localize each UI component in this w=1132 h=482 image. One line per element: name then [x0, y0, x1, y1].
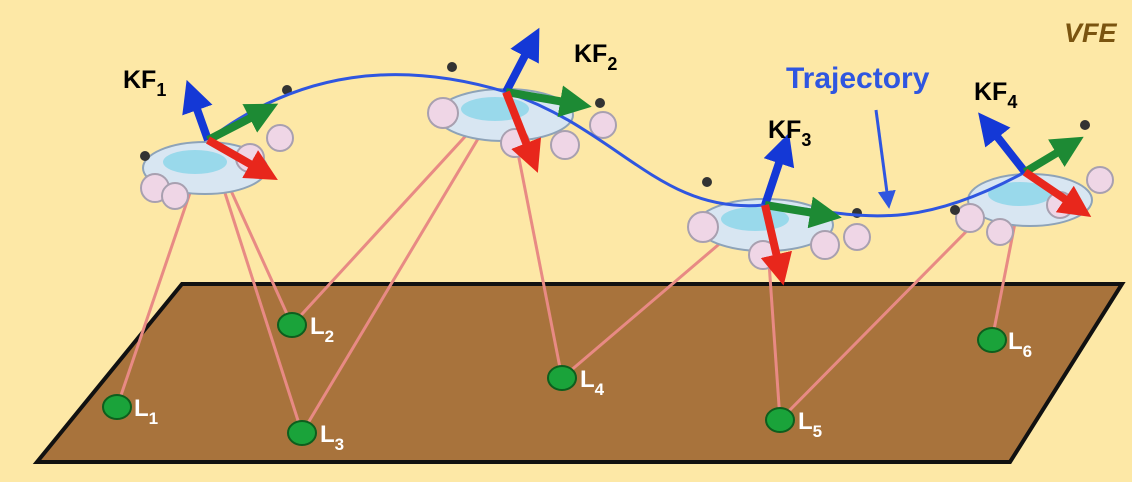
landmark-point-5 [765, 407, 795, 433]
trajectory-label: Trajectory [786, 62, 930, 95]
keyframe-axes-2 [502, 27, 592, 173]
keyframe-label-1: KF1 [123, 66, 166, 100]
landmark-point-4 [547, 365, 577, 391]
landmark-point-3 [287, 420, 317, 446]
landmark-label-1: L1 [134, 395, 158, 428]
ground-plane [32, 282, 1126, 464]
landmark-point-2 [277, 312, 307, 338]
keyframe-axes-4 [978, 112, 1092, 217]
landmark-point-1 [102, 394, 132, 420]
keyframe-label-3: KF3 [768, 116, 811, 150]
keyframe-label-4: KF4 [974, 78, 1017, 112]
keyframe-labels: KF1 KF2 KF3 KF4 [123, 40, 1017, 150]
landmark-labels: L1 L2 L3 L4 L5 L6 [134, 313, 1032, 454]
landmark-points [102, 312, 1007, 446]
landmark-label-3: L3 [320, 421, 344, 454]
observation-line [300, 91, 508, 434]
landmark-point-6 [977, 327, 1007, 353]
keyframe-axes-3 [760, 132, 842, 286]
landmark-label-2: L2 [310, 313, 334, 346]
keyframe-axes-1 [182, 79, 279, 180]
landmark-label-5: L5 [798, 408, 822, 441]
page-title: VFE [1064, 18, 1118, 48]
quadruped-robot-icon [950, 120, 1114, 246]
trajectory-curve [207, 73, 1061, 218]
keyframe-label-2: KF2 [574, 40, 617, 74]
trajectory-pointer-arrow [874, 109, 896, 209]
landmark-label-4: L4 [580, 366, 605, 399]
landmark-label-6: L6 [1008, 328, 1032, 361]
